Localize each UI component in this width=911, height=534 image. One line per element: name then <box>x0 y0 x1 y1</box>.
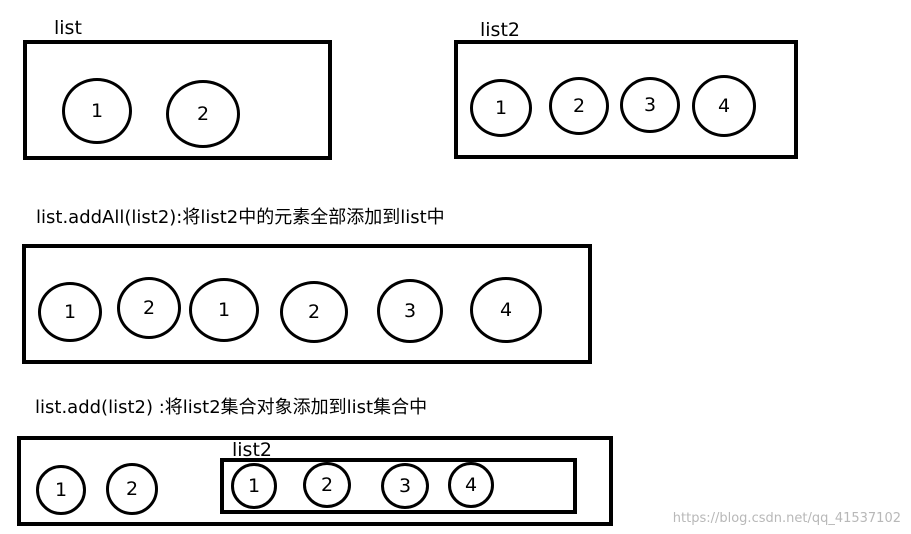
nested-list2-box <box>220 458 577 514</box>
nested-list2-item: 1 <box>231 463 277 509</box>
list-item: 2 <box>166 80 240 148</box>
nested-list2-item: 4 <box>448 462 494 508</box>
add-outer-item: 1 <box>36 465 86 515</box>
add-caption: list.add(list2) :将list2集合对象添加到list集合中 <box>35 397 428 418</box>
list2-item: 2 <box>549 77 609 135</box>
nested-list2-label: list2 <box>232 439 272 461</box>
add-result-box <box>17 436 613 526</box>
list2-label: list2 <box>480 19 520 41</box>
addall-caption: list.addAll(list2):将list2中的元素全部添加到list中 <box>36 207 445 228</box>
list-label: list <box>54 17 82 39</box>
addall-item: 2 <box>117 277 181 339</box>
watermark: https://blog.csdn.net/qq_41537102 <box>672 511 901 526</box>
nested-list2-item: 2 <box>303 462 351 508</box>
list2-item: 1 <box>470 79 532 137</box>
list-box <box>23 40 332 160</box>
addall-result-box <box>22 244 592 364</box>
addall-item: 2 <box>280 281 348 343</box>
list2-item: 3 <box>620 77 680 133</box>
list2-box <box>454 40 798 159</box>
add-outer-item: 2 <box>106 463 158 515</box>
list-item: 1 <box>62 78 132 144</box>
addall-item: 1 <box>189 278 259 342</box>
addall-item: 1 <box>38 282 102 342</box>
nested-list2-item: 3 <box>381 463 429 509</box>
list2-item: 4 <box>692 75 756 137</box>
addall-item: 4 <box>470 277 542 343</box>
addall-item: 3 <box>377 279 443 343</box>
